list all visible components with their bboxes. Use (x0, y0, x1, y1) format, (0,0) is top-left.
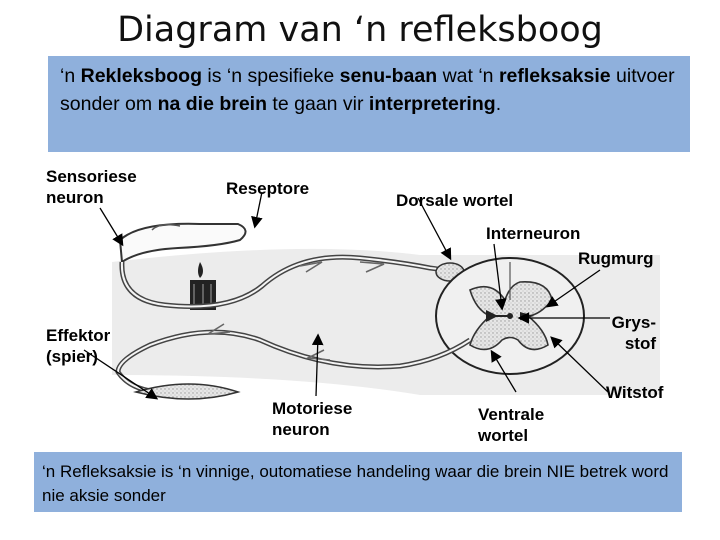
label-line: Sensoriese (46, 167, 137, 186)
finger-illustration (118, 222, 247, 264)
definition-term: na die brein (157, 93, 268, 115)
definition-term: interpretering (368, 93, 496, 115)
label-line: neuron (272, 420, 330, 439)
label-line: Effektor (46, 326, 111, 345)
label-line: neuron (46, 188, 104, 207)
definition-part: is ‘n spesifieke (201, 65, 340, 87)
label-line: wortel (478, 426, 529, 445)
label-sensoriese-neuron: Sensoriese neuron (46, 166, 137, 208)
definition-part: te gaan vir (267, 93, 369, 115)
sensory-neuron-path (119, 254, 464, 309)
muscle-illustration (133, 383, 241, 400)
label-ventrale-wortel: Ventrale wortel (478, 404, 544, 446)
label-line: Grys- (611, 313, 656, 332)
definition-term: senu-baan (339, 65, 438, 87)
label-reseptore: Reseptore (226, 179, 310, 198)
label-line: (spier) (46, 347, 98, 366)
definition-part: wat ‘n (437, 65, 499, 87)
label-line: Motoriese (272, 399, 353, 418)
label-motoriese-neuron: Motoriese neuron (272, 398, 352, 440)
definition-part: ‘n (60, 65, 81, 87)
spinal-cord-cross-section (435, 257, 585, 375)
definition-term: refleksaksie (498, 65, 611, 87)
label-line: stof (624, 334, 656, 353)
summary-box: ‘n Refleksaksie is ‘n vinnige, outomatie… (34, 452, 682, 512)
label-witstof: Witstof (606, 383, 664, 402)
label-interneuron: Interneuron (486, 224, 581, 243)
definition-box: ‘n Rekleksboog is ‘n spesifieke senu-baa… (48, 56, 690, 152)
definition-part: . (495, 93, 502, 115)
page-title: Diagram van ‘n refleksboog (117, 10, 603, 50)
label-effektor: Effektor (spier) (46, 325, 110, 367)
label-line: Ventrale (478, 405, 545, 424)
label-dorsale-wortel: Dorsale wortel (396, 191, 514, 210)
label-pointer-arrows (83, 191, 610, 400)
definition-part: uitvoer sonder om (60, 65, 675, 115)
label-grysstof: Grys- stof (610, 312, 656, 354)
label-rugmurg: Rugmurg (578, 249, 654, 268)
definition-term: Rekleksboog (80, 65, 202, 87)
